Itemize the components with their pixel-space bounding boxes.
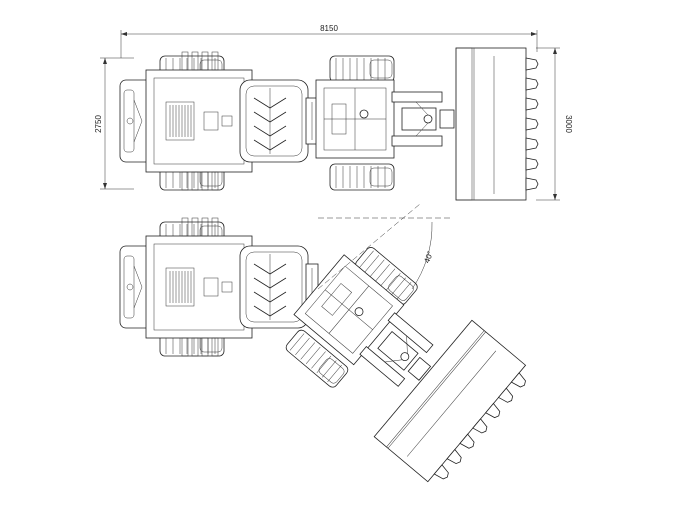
articulation-angle-dimension: 40° (317, 203, 452, 290)
overall-length-dimension: 8150 (120, 24, 538, 58)
articulation-angle-label: 40° (422, 250, 435, 264)
bucket-width-dimension: 3000 (536, 47, 573, 201)
machine-width-label: 2750 (94, 115, 103, 133)
wheel-loader-top-view-icon (119, 47, 539, 201)
wheel-loader-articulated-view-icon (119, 217, 536, 490)
machine-width-dimension: 2750 (94, 57, 134, 190)
overall-length-label: 8150 (320, 24, 338, 33)
bucket-width-label: 3000 (564, 115, 573, 133)
